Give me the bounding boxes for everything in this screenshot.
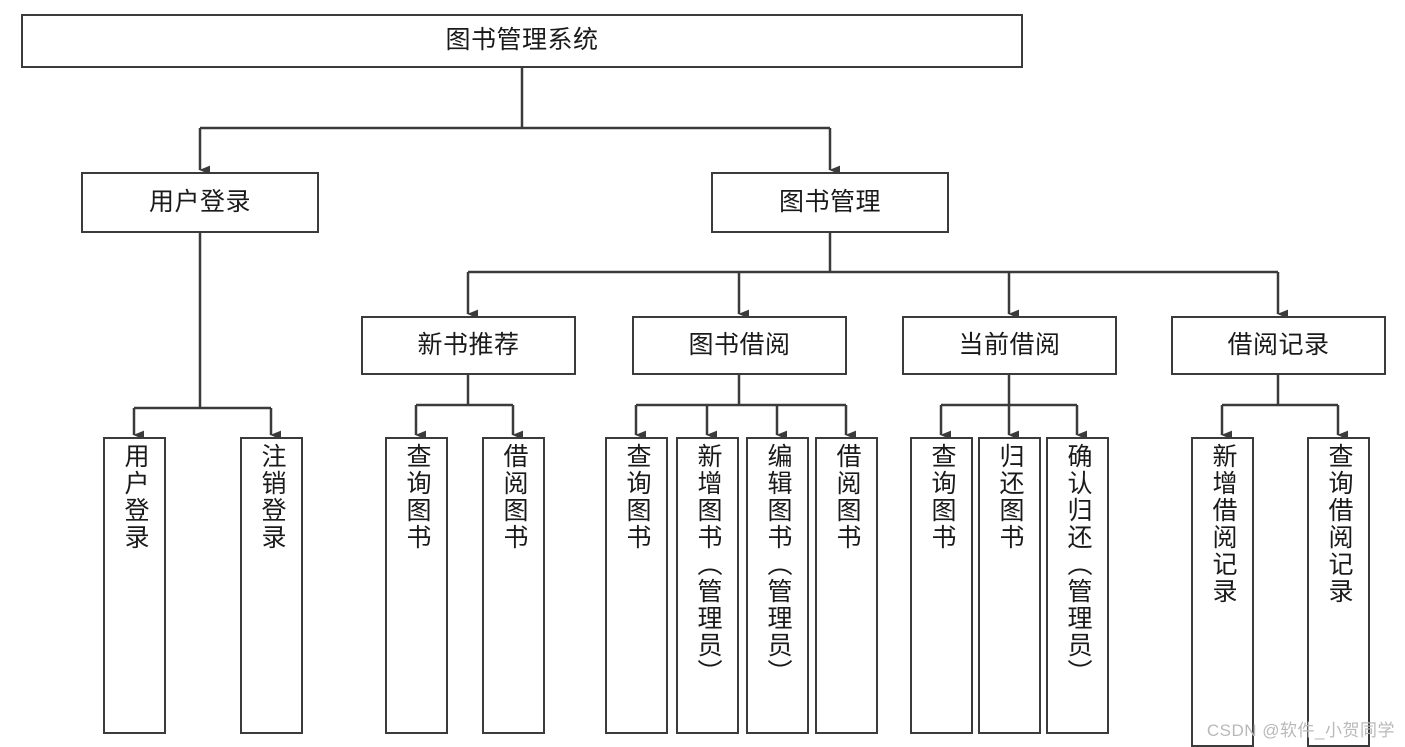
node-leaf-query-borrow-record[interactable]: 查询借阅记录 <box>1307 437 1370 747</box>
node-label: 借阅记录 <box>1227 330 1330 359</box>
node-label: 用户登录 <box>148 187 251 216</box>
node-leaf-return-book[interactable]: 归还图书 <box>978 437 1041 734</box>
node-label: 查询图书 <box>623 443 651 551</box>
node-borrow-record[interactable]: 借阅记录 <box>1171 316 1386 375</box>
node-label: 查询借阅记录 <box>1325 443 1353 605</box>
node-label: 新增图书（管理员） <box>694 443 722 686</box>
node-label: 编辑图书（管理员） <box>764 443 792 686</box>
node-leaf-query-book-current[interactable]: 查询图书 <box>910 437 973 734</box>
node-label: 当前借阅 <box>958 330 1061 359</box>
node-book-borrow[interactable]: 图书借阅 <box>632 316 847 375</box>
node-leaf-confirm-return-admin[interactable]: 确认归还（管理员） <box>1046 437 1109 734</box>
node-root-book-management-system[interactable]: 图书管理系统 <box>21 14 1023 68</box>
node-label: 新书推荐 <box>417 330 520 359</box>
node-leaf-edit-book-admin[interactable]: 编辑图书（管理员） <box>746 437 809 734</box>
node-label: 新增借阅记录 <box>1209 443 1237 605</box>
node-current-borrow[interactable]: 当前借阅 <box>902 316 1117 375</box>
node-label: 用户登录 <box>121 443 149 551</box>
node-new-book-recommend[interactable]: 新书推荐 <box>361 316 576 375</box>
node-user-login[interactable]: 用户登录 <box>81 172 319 233</box>
node-label: 图书管理系统 <box>445 26 599 55</box>
node-leaf-add-borrow-record[interactable]: 新增借阅记录 <box>1191 437 1254 747</box>
node-leaf-add-book-admin[interactable]: 新增图书（管理员） <box>676 437 739 734</box>
node-book-management[interactable]: 图书管理 <box>711 172 949 233</box>
node-label: 查询图书 <box>403 443 431 551</box>
node-leaf-query-book-borrow[interactable]: 查询图书 <box>605 437 668 734</box>
node-leaf-user-login[interactable]: 用户登录 <box>103 437 166 734</box>
node-leaf-query-book-recommend[interactable]: 查询图书 <box>385 437 448 734</box>
node-label: 图书借阅 <box>688 330 791 359</box>
node-label: 查询图书 <box>928 443 956 551</box>
node-label: 借阅图书 <box>833 443 861 551</box>
node-label: 注销登录 <box>258 443 286 551</box>
node-label: 归还图书 <box>996 443 1024 551</box>
node-label: 图书管理 <box>778 187 881 216</box>
node-leaf-logout[interactable]: 注销登录 <box>240 437 303 734</box>
node-label: 借阅图书 <box>500 443 528 551</box>
node-label: 确认归还（管理员） <box>1064 443 1092 686</box>
node-leaf-borrow-book[interactable]: 借阅图书 <box>815 437 878 734</box>
node-leaf-borrow-book-recommend[interactable]: 借阅图书 <box>482 437 545 734</box>
